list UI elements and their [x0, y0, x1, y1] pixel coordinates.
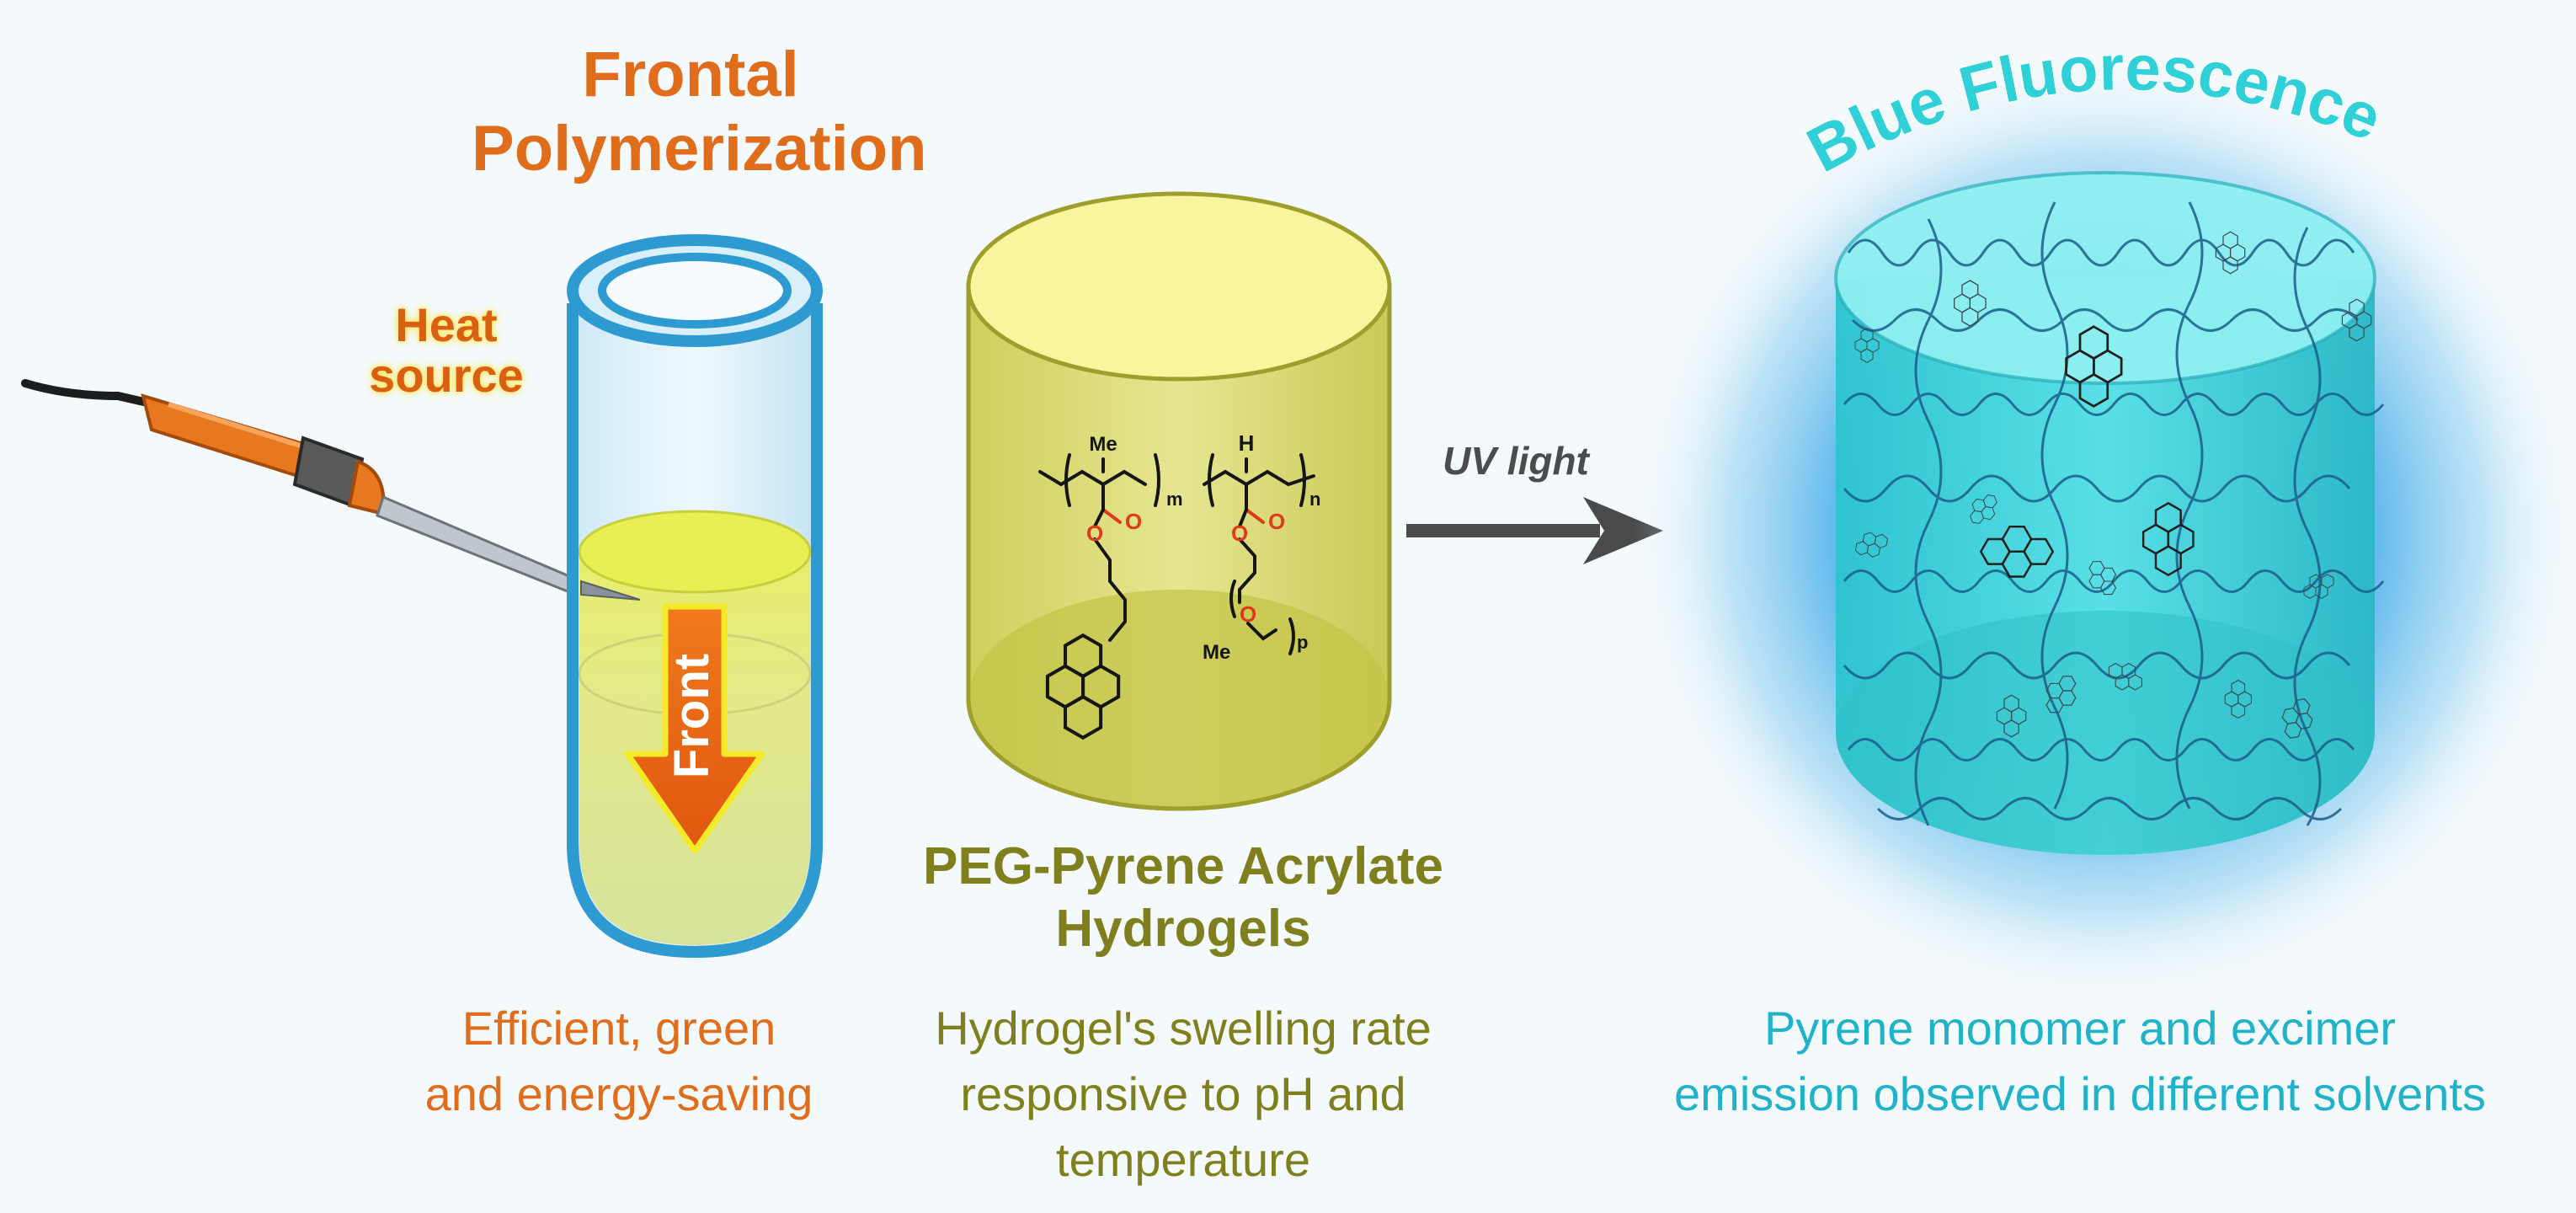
pyrene-molecule-icon: [1045, 633, 1121, 740]
caption-left-line2: and energy-saving: [424, 1067, 813, 1120]
caption-left: Efficient, green and energy-saving: [371, 996, 867, 1127]
test-tube-icon: [567, 234, 823, 959]
polymer-labels: Me H m n O O O O O Me p: [1086, 430, 1320, 664]
frontal-polymerization-title: Frontal Polymerization: [472, 38, 927, 186]
caption-middle: Hydrogel's swelling rate responsive to p…: [876, 996, 1491, 1193]
polymer-structure: [1038, 453, 1315, 655]
hydrogel-cylinder: [966, 191, 1392, 811]
fluorescent-cylinder: [1834, 171, 2376, 855]
peg-title-line2: Hydrogels: [1055, 900, 1311, 958]
polymer-network: [1843, 201, 2385, 826]
ether-o-right: O: [1231, 521, 1248, 546]
n-subscript: n: [1309, 489, 1320, 510]
caption-right: Pyrene monomer and excimer emission obse…: [1617, 996, 2543, 1127]
ester-o-right: O: [1268, 509, 1285, 534]
peg-o-label: O: [1240, 601, 1256, 627]
caption-left-line1: Efficient, green: [461, 1002, 776, 1055]
heat-source-label: Heat source: [320, 300, 573, 401]
peg-pyrene-title: PEG-Pyrene Acrylate Hydrogels: [859, 836, 1507, 960]
frontal-title-line2: Polymerization: [472, 113, 927, 184]
front-label: Front: [664, 654, 719, 778]
methyl-label: Me: [1089, 433, 1117, 456]
ether-o-left: O: [1086, 521, 1103, 546]
frontal-title-line1: Frontal: [582, 39, 799, 110]
ester-o-left: O: [1125, 509, 1142, 534]
liquid-surface: [578, 510, 812, 594]
peg-title-line1: PEG-Pyrene Acrylate: [922, 837, 1443, 895]
caption-middle-line3: temperature: [1056, 1133, 1310, 1186]
p-subscript: p: [1297, 632, 1308, 653]
m-subscript: m: [1166, 489, 1183, 510]
caption-right-line1: Pyrene monomer and excimer: [1763, 1002, 2397, 1055]
front-arrow: [624, 603, 765, 854]
arrow-right-icon: [1406, 497, 1663, 564]
heat-source-line2: source: [369, 349, 524, 402]
caption-middle-line1: Hydrogel's swelling rate: [935, 1002, 1432, 1055]
heat-source-line1: Heat: [395, 298, 498, 351]
end-methyl-label: Me: [1203, 641, 1230, 664]
uv-light-label: UV light: [1443, 439, 1589, 483]
soldering-iron-icon: [21, 379, 641, 601]
hydrogen-label: H: [1239, 430, 1255, 456]
caption-right-line2: emission observed in different solvents: [1674, 1067, 2486, 1120]
caption-middle-line2: responsive to pH and: [960, 1067, 1406, 1120]
